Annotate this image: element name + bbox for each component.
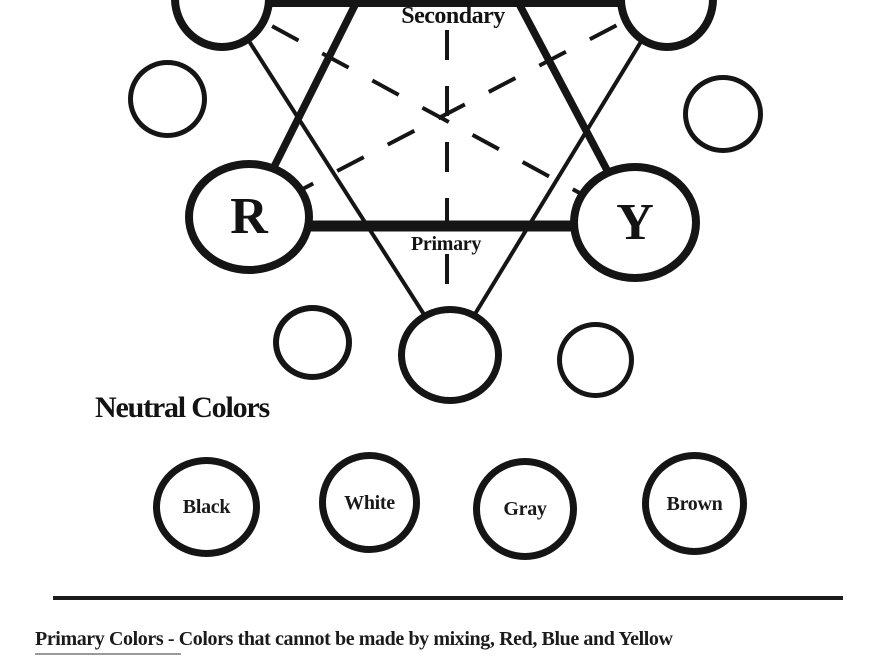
section-divider-line — [53, 596, 843, 600]
secondary-triangle-top-edge — [269, 0, 619, 7]
secondary-triangle-left-edge — [220, 0, 452, 357]
tertiary-circle-far-right — [683, 75, 763, 153]
neutral-circle-black: Black — [153, 457, 260, 557]
tertiary-circle-far-left — [128, 60, 207, 138]
complementary-axis-right-diagonal — [248, 0, 668, 219]
neutral-label-brown: Brown — [666, 492, 723, 515]
primary-triangle-left-edge — [245, 0, 362, 219]
neutral-colors-heading: Neutral Colors — [95, 391, 270, 424]
neutral-circle-white: White — [319, 452, 420, 553]
secondary-triangle-right-edge — [448, 0, 669, 357]
neutral-label-gray: Gray — [503, 498, 547, 520]
tertiary-circle-lower-left — [273, 305, 352, 380]
secondary-circle-bottom — [398, 306, 502, 404]
primary-colors-definition: Primary Colors - Colors that cannot be m… — [35, 628, 673, 650]
yellow-letter: Y — [616, 193, 654, 251]
complementary-axis-left-diagonal — [221, 0, 636, 225]
secondary-label: Secondary — [401, 3, 505, 29]
neutral-circle-brown: Brown — [642, 452, 747, 555]
primary-colors-underline — [35, 653, 181, 655]
red-letter: R — [230, 188, 268, 245]
primary-circle-red: R — [185, 160, 313, 274]
primary-label: Primary — [410, 233, 482, 255]
primary-triangle-right-edge — [512, 0, 639, 225]
neutral-circle-gray: Gray — [473, 458, 577, 560]
tertiary-circle-lower-right — [557, 322, 634, 398]
neutral-label-white: White — [344, 491, 395, 514]
primary-circle-yellow: Y — [570, 163, 700, 282]
neutral-label-black: Black — [182, 496, 231, 518]
